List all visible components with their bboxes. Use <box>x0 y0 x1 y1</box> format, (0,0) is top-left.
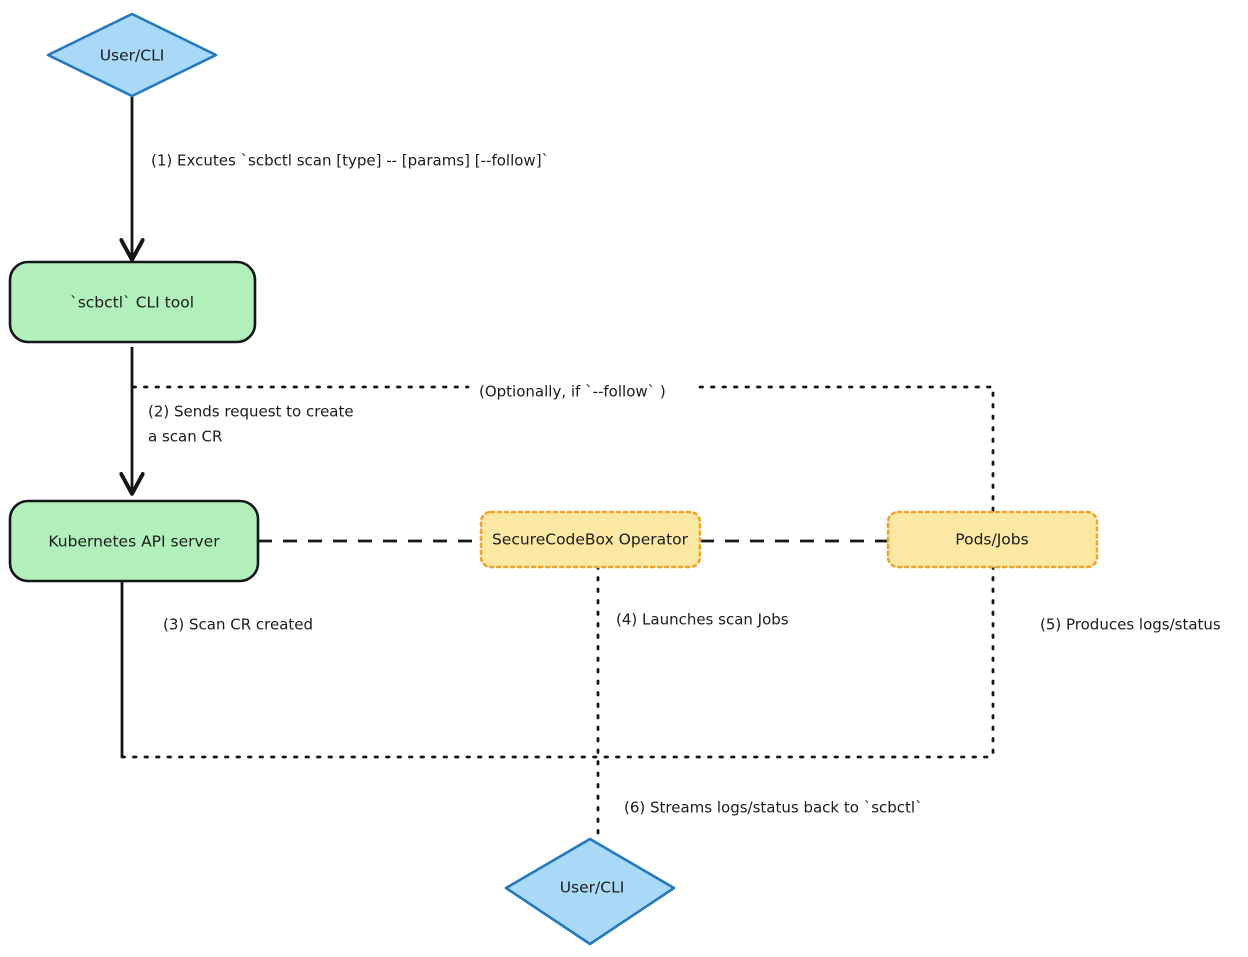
node-securecodebox-operator[interactable]: SecureCodeBox Operator <box>479 510 702 569</box>
node-label: User/CLI <box>560 879 625 897</box>
node-pods-jobs[interactable]: Pods/Jobs <box>886 510 1099 569</box>
edge-label-1: (1) Excutes `scbctl scan [type] -- [para… <box>151 152 549 170</box>
rounded-rect-shape <box>8 499 260 583</box>
node-label: User/CLI <box>100 47 165 65</box>
diamond-shape <box>46 12 218 98</box>
node-label: `scbctl` CLI tool <box>70 294 194 312</box>
diamond-shape <box>504 837 676 946</box>
edge-label-4: (4) Launches scan Jobs <box>616 611 789 629</box>
rounded-rect-shape <box>479 510 702 569</box>
edge-label-3: (3) Scan CR created <box>163 616 313 634</box>
edge-label-6: (6) Streams logs/status back to `scbctl` <box>624 799 923 817</box>
node-user-cli-top[interactable]: User/CLI <box>46 12 218 98</box>
node-label: Pods/Jobs <box>955 531 1028 549</box>
edge-label-optional-follow: (Optionally, if `--follow` ) <box>479 383 666 401</box>
node-scbctl-cli-tool[interactable]: `scbctl` CLI tool <box>8 260 257 344</box>
node-label: Kubernetes API server <box>48 533 220 551</box>
edge-label-2-line1: (2) Sends request to create <box>148 403 354 421</box>
node-user-cli-bottom[interactable]: User/CLI <box>504 837 676 946</box>
rounded-rect-shape <box>8 260 257 344</box>
edge-label-2-line2: a scan CR <box>148 428 222 446</box>
edge-optional-follow-right <box>698 385 995 518</box>
rounded-rect-shape <box>886 510 1099 569</box>
node-label: SecureCodeBox Operator <box>492 531 689 549</box>
node-kubernetes-api-server[interactable]: Kubernetes API server <box>8 499 260 583</box>
edge-label-5: (5) Produces logs/status <box>1040 616 1221 634</box>
